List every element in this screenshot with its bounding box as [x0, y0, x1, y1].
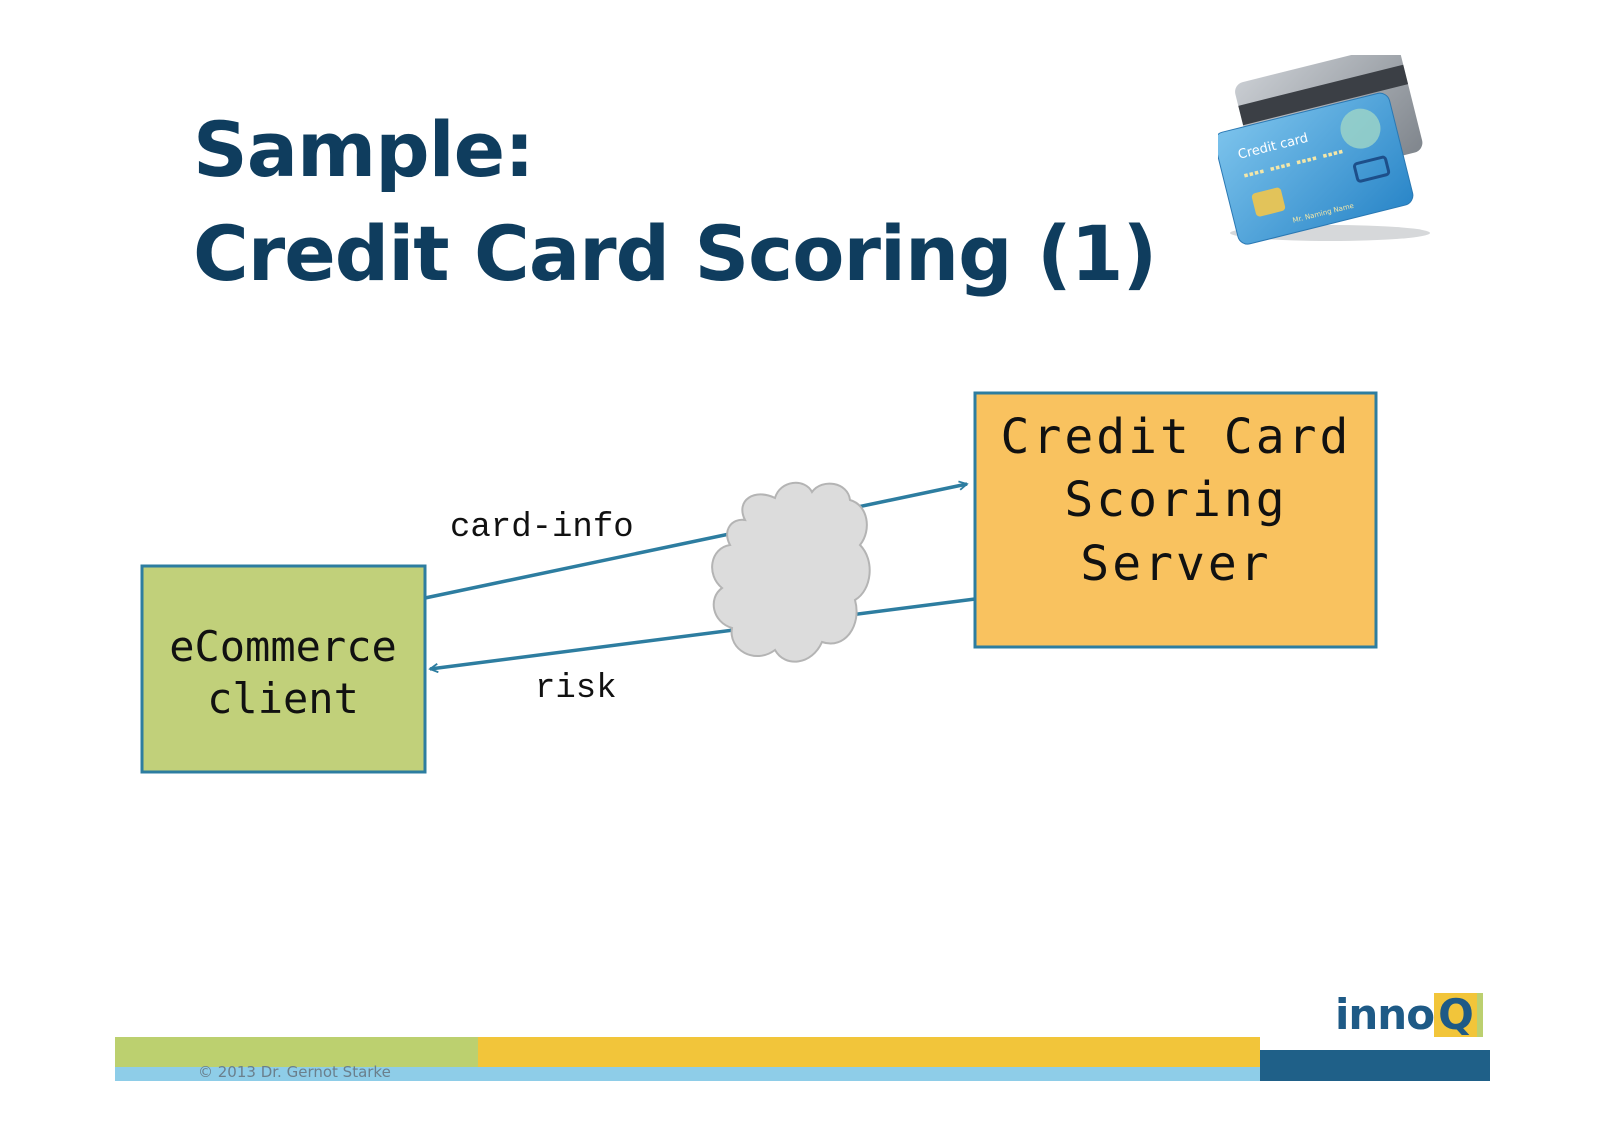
footer-bar-darkblue — [1260, 1050, 1490, 1081]
client-label-line-1: eCommerce — [169, 622, 397, 671]
server-label-line-3: Server — [1080, 536, 1271, 592]
server-label-line-1: Credit Card — [1001, 409, 1352, 465]
footer-credit: © 2013 Dr. Gernot Starke — [198, 1063, 391, 1081]
footer-bar-lightblue — [115, 1067, 1260, 1081]
footer-bar-green — [115, 1037, 478, 1067]
logo-letter: Q — [1434, 993, 1483, 1037]
scoring-server-box — [973, 391, 1378, 649]
title-line-2: Credit Card Scoring (1) — [193, 209, 1157, 298]
logo-text: inno — [1335, 990, 1435, 1039]
risk-arrow — [430, 597, 976, 669]
ecommerce-client-box — [140, 564, 427, 774]
card-info-label: card-info — [450, 509, 634, 547]
innoq-logo: innoQ — [1335, 990, 1483, 1039]
cloud-icon — [711, 482, 871, 663]
client-label-line-2: client — [207, 674, 359, 723]
server-label-line-2: Scoring — [1064, 472, 1287, 528]
title-line-1: Sample: — [193, 105, 535, 194]
risk-label: risk — [535, 670, 617, 708]
card-info-arrow — [424, 484, 967, 600]
slide-title: Sample: Credit Card Scoring (1) — [193, 98, 1157, 306]
credit-card-icon: Credit card ▪▪▪▪ ▪▪▪▪ ▪▪▪▪ ▪▪▪▪ Mr. Nami… — [1218, 55, 1430, 245]
footer-bar-yellow — [478, 1037, 1260, 1067]
